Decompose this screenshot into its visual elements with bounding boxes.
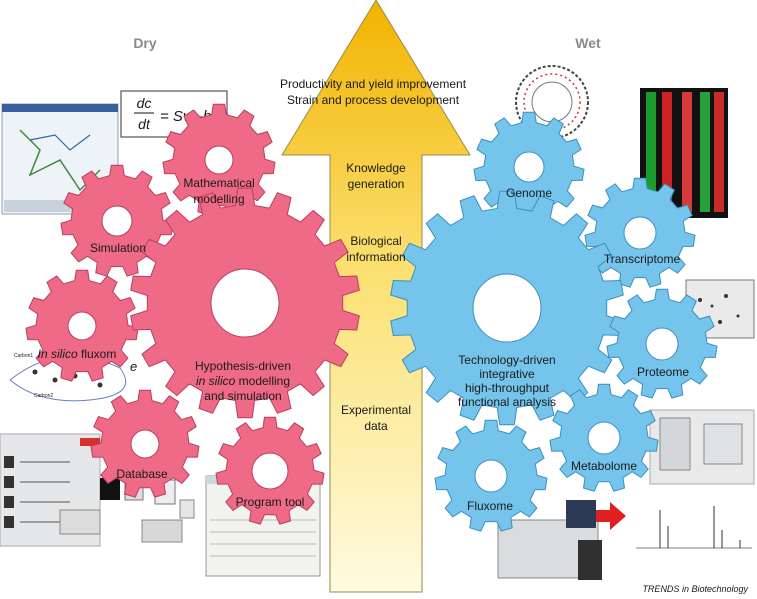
proteome-gear: [606, 288, 718, 399]
mass-spectrometer-image: [497, 500, 602, 580]
metabolome-gear: [549, 383, 659, 492]
hypothesis-label-line2: in silico modelling: [196, 374, 290, 388]
fluxom-text: fluxom: [78, 347, 117, 361]
fluxome-label: Fluxome: [467, 499, 513, 513]
genome-label: Genome: [506, 186, 552, 200]
fluxome-gear-hub: [474, 459, 508, 493]
hypothesis-label-line1: Hypothesis-driven: [195, 359, 291, 373]
program-tool-gear-hub: [251, 452, 289, 490]
insilico-fluxom-label: In silico fluxom: [38, 347, 117, 361]
knowledge-label-line2: generation: [348, 177, 405, 191]
database-pathway-thumbnail: [0, 433, 101, 547]
fluxome-gear: [434, 419, 548, 532]
hypothesis-label-line3: and simulation: [204, 389, 281, 403]
transcriptome-label: Transcriptome: [604, 252, 681, 266]
bio-info-label-line1: Biological: [350, 234, 401, 248]
tech-driven-label-line3: high-throughput: [465, 381, 550, 395]
exp-data-label-line2: data: [364, 419, 388, 433]
program-tool-label: Program tool: [236, 495, 305, 509]
program-tool-gear: [215, 416, 325, 525]
tech-driven-label-line1: Technology-driven: [458, 353, 555, 367]
math-modelling-gear-hub: [204, 145, 234, 175]
exp-data-label-line1: Experimental: [341, 403, 411, 417]
flux-carbon1-label: Carbon1: [14, 353, 33, 359]
insilico-italic: In silico: [38, 347, 78, 361]
equation-dt: dt: [138, 116, 151, 132]
bio-info-label-line2: information: [346, 250, 405, 264]
math-modelling-gear: [162, 103, 276, 216]
hypothesis-gear-hub: [210, 268, 280, 338]
insilico-fluxom-gear: [25, 269, 139, 382]
knowledge-label-line1: Knowledge: [346, 161, 406, 175]
server-icons-thumbnail: [100, 477, 195, 543]
arrow-top-line2: Strain and process development: [287, 93, 460, 107]
tech-driven-gear-hub: [472, 273, 542, 343]
metabolome-gear-hub: [587, 421, 621, 455]
database-gear: [90, 389, 200, 498]
simulation-label: Simulation: [90, 241, 146, 255]
math-modelling-label-line2: modelling: [193, 192, 244, 206]
mass-spectrum-plot: [630, 494, 756, 556]
database-label: Database: [116, 467, 168, 481]
metabolome-label: Metabolome: [571, 459, 637, 473]
flux-carbon2-label: Carbon2: [34, 393, 53, 399]
database-gear-hub: [130, 429, 160, 459]
tech-driven-label-line2: integrative: [479, 367, 535, 381]
transcriptome-gear: [584, 177, 696, 288]
flux-e-label: e: [130, 359, 137, 374]
hypothesis-italic: in silico: [196, 374, 236, 388]
hypothesis-gear: [130, 187, 360, 419]
math-modelling-label-line1: Mathematical: [183, 176, 254, 190]
tech-driven-gear: [390, 190, 624, 426]
dry-header: Dry: [133, 35, 157, 51]
central-arrow: [281, 0, 471, 593]
journal-credit: TRENDS in Biotechnology: [642, 584, 748, 594]
simulation-gear-hub: [101, 205, 133, 237]
wet-header: Wet: [575, 35, 601, 51]
analyzer-instrument-image: [649, 409, 755, 485]
insilico-fluxom-gear-hub: [67, 311, 97, 341]
genome-gear-hub: [513, 151, 545, 183]
equation-dc: dc: [137, 95, 152, 111]
proteome-gear-hub: [645, 327, 679, 361]
gears-layer: [25, 103, 718, 532]
tech-driven-label-line4: functional analysis: [458, 395, 556, 409]
red-arrow-icon: [596, 502, 626, 530]
arrow-top-line1: Productivity and yield improvement: [280, 77, 467, 91]
proteome-label: Proteome: [637, 365, 689, 379]
hypothesis-modelling: modelling: [235, 374, 290, 388]
transcriptome-gear-hub: [623, 216, 657, 250]
